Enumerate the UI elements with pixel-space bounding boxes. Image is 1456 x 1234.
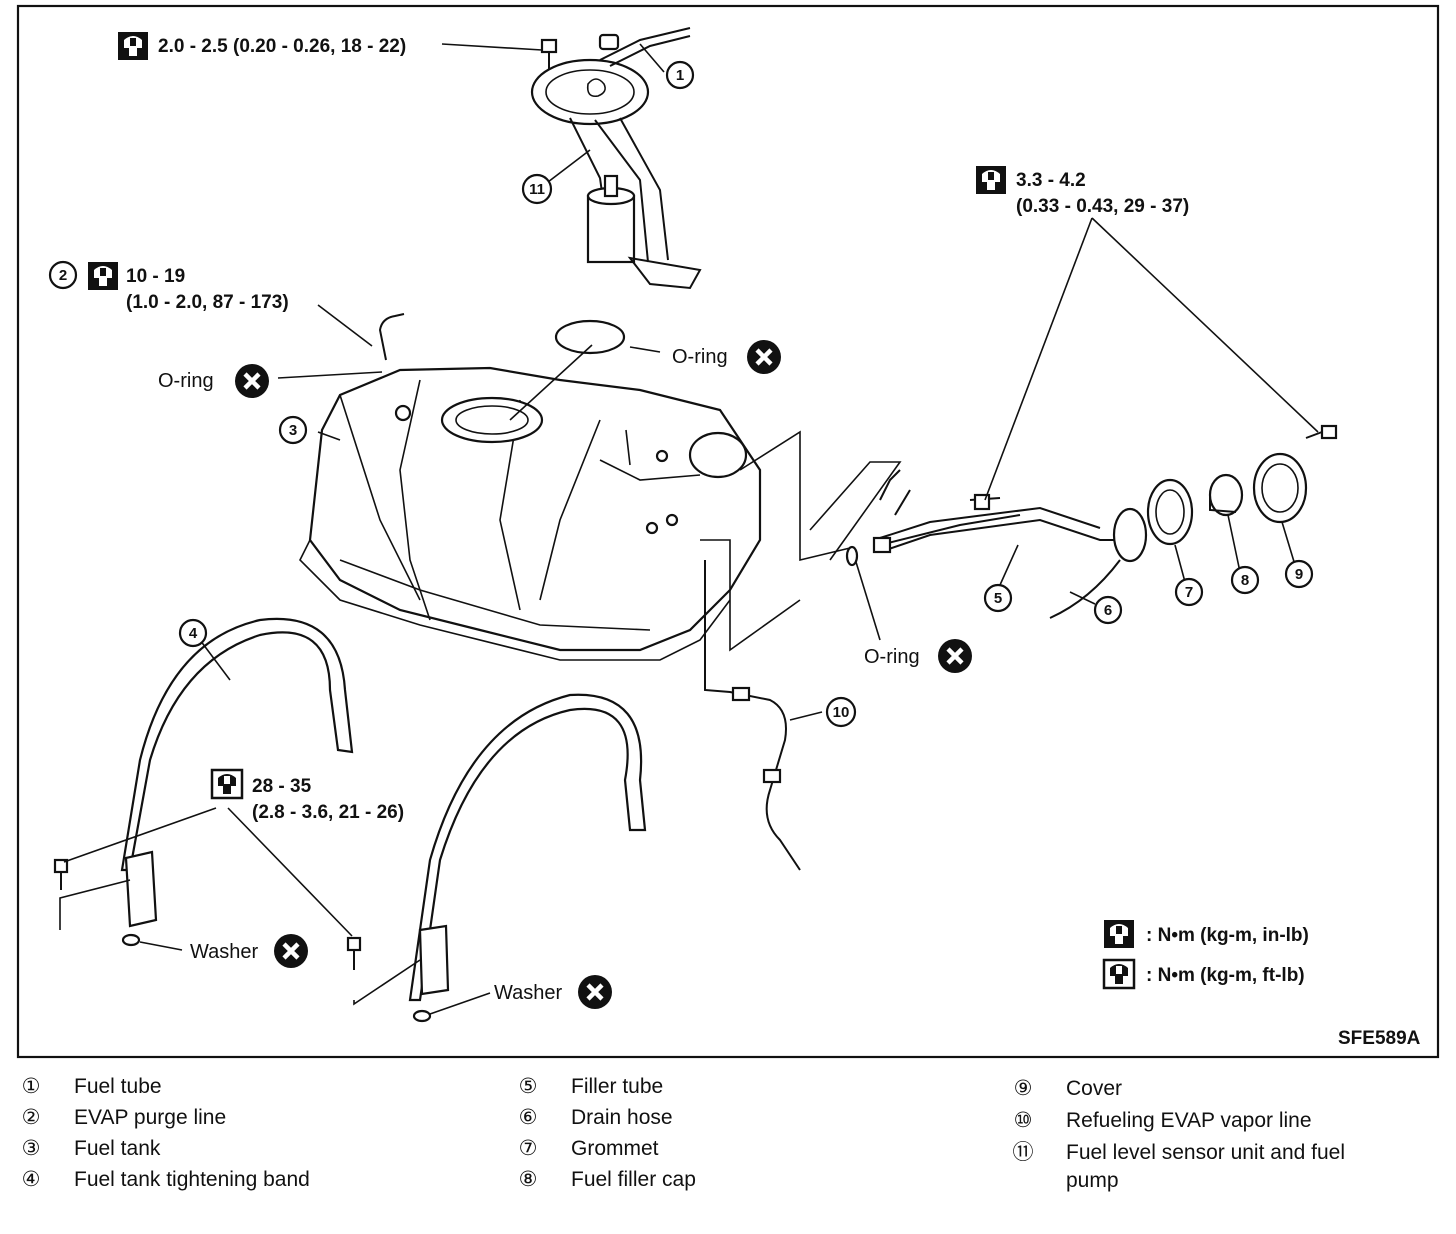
unit-key-inlb: : N•m (kg-m, in-lb): [1146, 925, 1309, 946]
svg-text:2: 2: [59, 267, 67, 284]
torque-icon-inlb: [88, 262, 118, 290]
filler-o-ring: [845, 545, 859, 567]
torque-spec-evap-units: (1.0 - 2.0, 87 - 173): [126, 292, 289, 313]
figure-code: SFE589A: [1338, 1028, 1421, 1049]
legend-number: ⑧: [518, 1168, 538, 1191]
legend-number: ④: [21, 1168, 41, 1191]
key-icon-ftlb: [1102, 958, 1136, 990]
callout-6: 6: [1093, 595, 1123, 625]
tightening-band-front-bracket: [124, 850, 158, 928]
svg-text:10: 10: [833, 704, 850, 721]
o-ring-label: O-ring: [672, 346, 728, 368]
legend-number: ②: [21, 1106, 41, 1129]
callout-10: 10: [825, 696, 857, 728]
washer-front: [121, 933, 141, 947]
legend-number: ③: [21, 1137, 41, 1160]
washer-label: Washer: [190, 941, 259, 963]
torque-spec-band-value: 28 - 35: [252, 776, 312, 797]
legend-number: ①: [21, 1075, 41, 1098]
vapor-line-clamp-lower: [762, 768, 782, 784]
legend-label: Fuel filler cap: [571, 1168, 696, 1191]
svg-text:8: 8: [1241, 572, 1249, 589]
svg-text:5: 5: [994, 590, 1002, 607]
legend-number: ⑤: [518, 1075, 538, 1098]
do-not-reuse-icon: [235, 364, 269, 398]
grommet-inner: [1155, 489, 1185, 535]
do-not-reuse-icon: [938, 639, 972, 673]
legend-number: ⑨: [1013, 1077, 1033, 1100]
legend-label: Grommet: [571, 1137, 659, 1160]
legend-label: Fuel tank tightening band: [74, 1168, 310, 1191]
legend-number: ⑦: [518, 1137, 538, 1160]
o-ring-label: O-ring: [158, 370, 214, 392]
sensor-mounting-bolt: [540, 38, 558, 70]
legend-label: Fuel level sensor unit and fuel: [1066, 1141, 1345, 1164]
vapor-line-clamp-upper: [731, 686, 751, 702]
callout-2: 2: [48, 260, 78, 290]
drain-hose: [1049, 559, 1121, 619]
svg-text:4: 4: [189, 625, 198, 642]
fuel-filler-cap-body: [1209, 495, 1237, 513]
do-not-reuse-icon: [578, 975, 612, 1009]
svg-text:6: 6: [1104, 602, 1112, 619]
legend-number: ⑩: [1013, 1109, 1033, 1132]
legend-number: ⑥: [518, 1106, 538, 1129]
cover-inner: [1261, 463, 1299, 513]
torque-spec-evap-value: 10 - 19: [126, 266, 185, 287]
callout-9: 9: [1284, 559, 1314, 589]
band-bolt-rear: [346, 936, 362, 970]
torque-icon-ftlb: [210, 768, 244, 800]
tightening-band-front: [120, 617, 354, 872]
legend-label: pump: [1066, 1169, 1119, 1192]
fuel-level-sensor-unit: [530, 27, 702, 290]
torque-spec-band-units: (2.8 - 3.6, 21 - 26): [252, 802, 404, 823]
callout-5: 5: [983, 583, 1013, 613]
callout-11: 11: [521, 173, 553, 205]
svg-text:1: 1: [676, 67, 684, 84]
legend-label: Filler tube: [571, 1075, 664, 1098]
svg-text:11: 11: [529, 181, 545, 198]
fuel-filler-cap: [1208, 473, 1244, 517]
filler-tube: [872, 469, 1148, 563]
unit-key-ftlb: : N•m (kg-m, ft-lb): [1146, 965, 1305, 986]
grommet: [1146, 478, 1194, 546]
legend-label: EVAP purge line: [74, 1106, 227, 1129]
band-bolt-front: [53, 858, 69, 890]
o-ring-label: O-ring: [864, 646, 920, 668]
legend-label: Fuel tank: [74, 1137, 161, 1160]
torque-icon-inlb: [976, 166, 1006, 194]
tightening-band-rear: [408, 693, 647, 1002]
evap-purge-line: [378, 313, 405, 361]
legend-label: Drain hose: [571, 1106, 673, 1129]
key-icon-inlb: [1104, 920, 1134, 948]
washer-rear: [412, 1009, 432, 1023]
svg-text:7: 7: [1185, 584, 1193, 601]
washer-label: Washer: [494, 982, 563, 1004]
legend-label: Fuel tube: [74, 1075, 162, 1098]
leader-lines: [59, 43, 1319, 1015]
parts-legend: ① Fuel tube ② EVAP purge line ③ Fuel tank ④…: [18, 1070, 1438, 1220]
tightening-band-rear-bracket: [418, 924, 450, 996]
callout-7: 7: [1174, 577, 1204, 607]
cover-bolt: [1305, 424, 1338, 440]
do-not-reuse-icon: [747, 340, 781, 374]
legend-label: Refueling EVAP vapor line: [1066, 1109, 1312, 1132]
svg-text:3: 3: [289, 422, 297, 439]
refueling-evap-vapor-line: [704, 560, 801, 871]
torque-spec-filler-value: 3.3 - 4.2: [1016, 170, 1086, 191]
torque-spec-filler-units: (0.33 - 0.43, 29 - 37): [1016, 196, 1189, 217]
torque-spec-sensor: 2.0 - 2.5 (0.20 - 0.26, 18 - 22): [158, 36, 406, 57]
fuel-tank: [299, 366, 762, 661]
callout-4: 4: [178, 618, 208, 648]
sensor-o-ring: [554, 319, 626, 355]
callout-3: 3: [278, 415, 308, 445]
legend-label: Cover: [1066, 1077, 1123, 1100]
torque-icon-inlb: [118, 32, 148, 60]
callout-8: 8: [1230, 565, 1260, 595]
legend-number: ⑪: [1012, 1141, 1034, 1164]
do-not-reuse-icon: [274, 934, 308, 968]
svg-text:9: 9: [1295, 566, 1303, 583]
callout-1: 1: [665, 60, 695, 90]
